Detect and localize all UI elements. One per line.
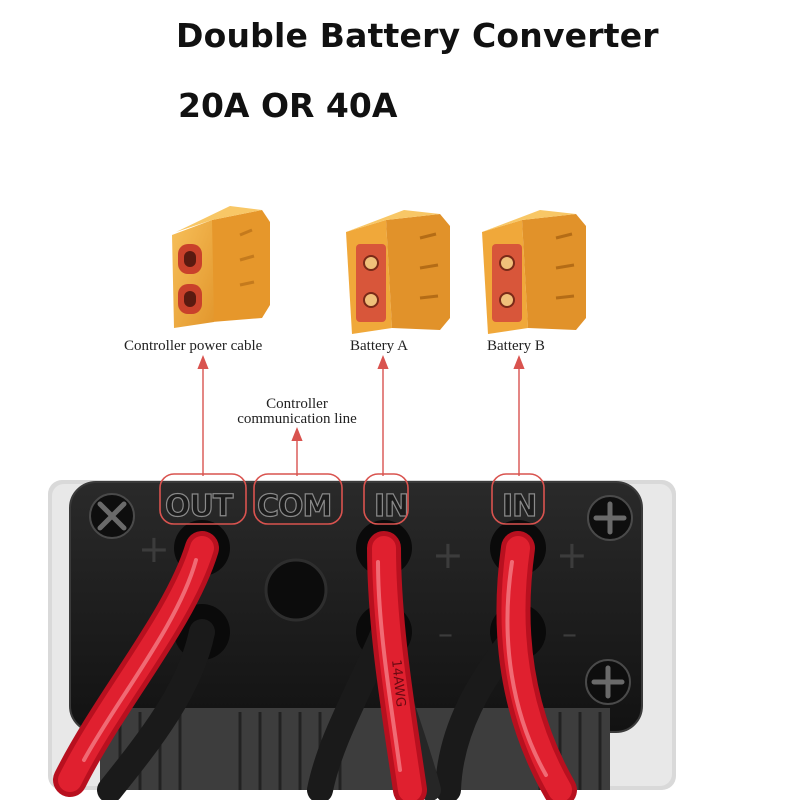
- port-label-out: OUT: [165, 489, 234, 524]
- com-hole: [264, 558, 328, 622]
- controller-power-connector-icon: [172, 206, 270, 328]
- screw-top-left-icon: [89, 493, 135, 539]
- controller-power-label: Controller power cable: [124, 338, 263, 354]
- annotation-arrows: [197, 355, 525, 476]
- port-label-in-b: IN: [502, 489, 536, 524]
- plus-sign-out: +: [138, 527, 170, 571]
- screw-top-right-icon: [587, 495, 633, 541]
- plus-sign-in-a: +: [432, 533, 464, 577]
- com-line-label: Controller communication line: [222, 397, 372, 427]
- com-line-label-line2: communication line: [237, 411, 357, 427]
- minus-sign-in-b: –: [562, 617, 577, 652]
- screw-bottom-right-icon: [585, 659, 631, 705]
- highlight-com: [253, 473, 343, 525]
- port-highlight-boxes: [159, 473, 545, 525]
- highlight-in-a: [363, 473, 409, 525]
- cable-print-text: 14AWG: [388, 659, 408, 708]
- page-title: Double Battery Converter: [176, 16, 659, 55]
- highlight-in-b: [491, 473, 545, 525]
- battery-b-label: Battery B: [487, 338, 545, 354]
- minus-sign-in-a: –: [438, 617, 453, 652]
- battery-a-connector-icon: [346, 210, 450, 334]
- port-label-com: COM: [257, 489, 331, 524]
- page-subtitle: 20A OR 40A: [178, 86, 398, 125]
- battery-b-connector-icon: [482, 210, 586, 334]
- com-line-label-line1: Controller: [266, 396, 328, 412]
- highlight-out: [159, 473, 247, 525]
- port-labels: OUT COM IN IN + + + – –: [138, 488, 588, 652]
- plus-sign-in-b: +: [556, 533, 588, 577]
- battery-a-label: Battery A: [350, 338, 408, 354]
- port-label-in-a: IN: [374, 489, 408, 524]
- wires: 14AWG: [53, 531, 577, 800]
